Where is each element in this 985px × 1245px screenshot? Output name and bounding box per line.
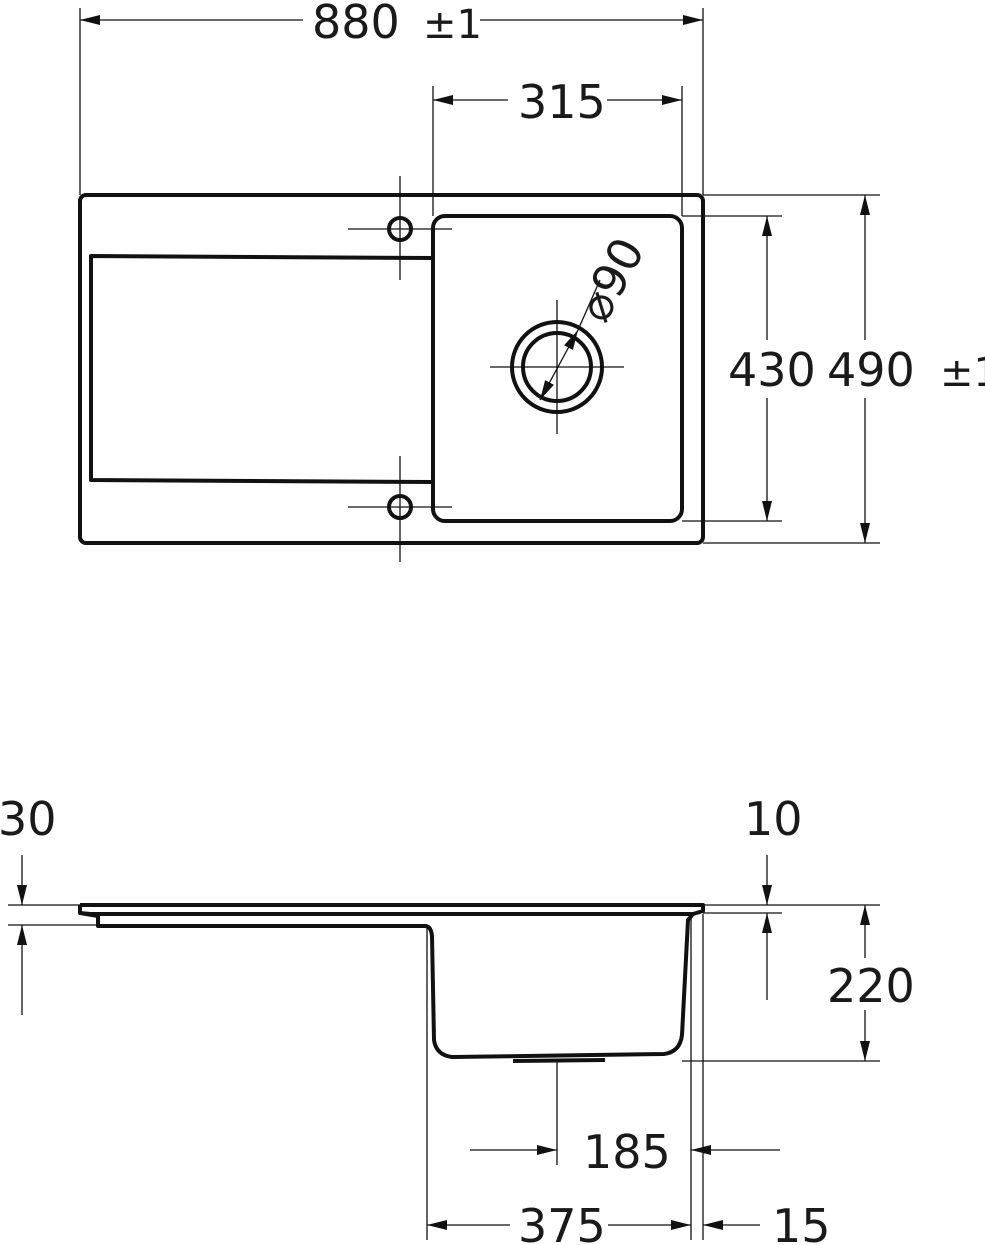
sink-outline <box>78 193 705 545</box>
bowl-height-label: 220 <box>827 959 915 1013</box>
overall-depth-label: 490 <box>827 343 915 397</box>
overall-width-tolerance: ±1 <box>423 2 482 48</box>
drain <box>490 279 624 434</box>
rim-thickness-right-label: 10 <box>744 792 803 846</box>
tap-hole-top <box>348 176 452 280</box>
side-view: 30 10 220 185 375 15 <box>0 792 915 1245</box>
bowl-length-label: 375 <box>518 1199 606 1245</box>
top-view: ⌀90 880 ±1 315 430 490 ±1 <box>78 0 985 562</box>
bowl-depth-label: 430 <box>728 343 816 397</box>
overall-depth-tolerance: ±1 <box>940 350 985 396</box>
drainer-area <box>89 231 435 487</box>
drain-diameter-label: ⌀90 <box>567 229 655 330</box>
drain-offset-label: 185 <box>583 1125 671 1179</box>
bowl-width-label: 315 <box>518 75 606 129</box>
rim-edge-label: 15 <box>772 1199 831 1245</box>
bowl-outline <box>431 214 684 523</box>
rim-thickness-left-label: 30 <box>0 792 57 846</box>
sink-profile <box>78 903 705 1059</box>
drain-flange <box>512 1058 606 1063</box>
tap-hole-bottom <box>348 456 452 562</box>
overall-width-label: 880 <box>312 0 400 49</box>
